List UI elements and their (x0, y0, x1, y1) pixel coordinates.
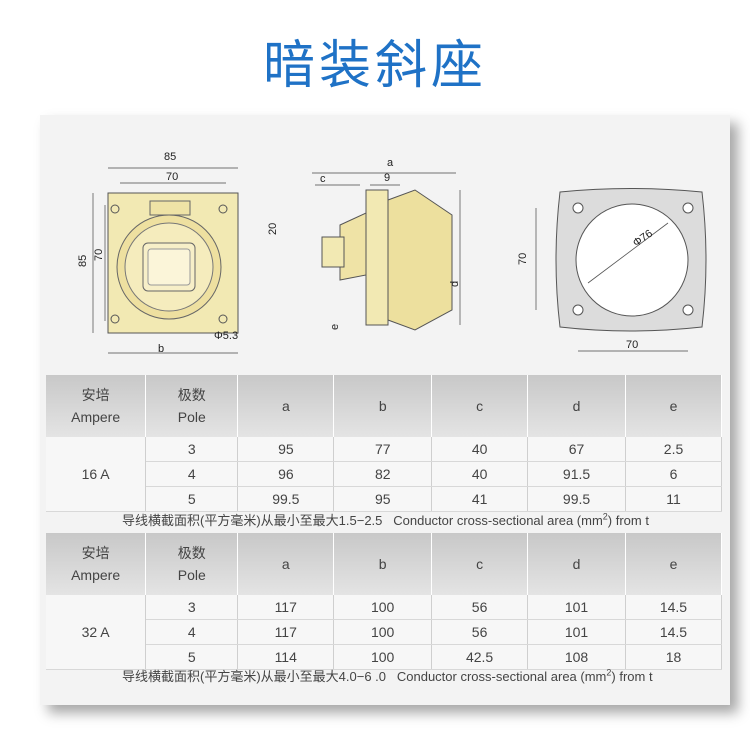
header-b: b (333, 375, 433, 437)
side-e-dim: e (329, 324, 341, 330)
c-cell: 56 (431, 619, 529, 645)
side-d-dim: d (449, 281, 461, 287)
side-9-dim: 9 (384, 172, 390, 184)
header-e: e (625, 375, 722, 437)
ampere-cell: 16 A (46, 437, 147, 512)
pole-cell: 5 (145, 486, 239, 512)
spec-table-16a: 安培 Ampere 极数 Pole a b c d e 16 A 3 95 77… (46, 375, 722, 512)
e-cell: 2.5 (625, 437, 722, 462)
ampere-cell: 32 A (46, 595, 147, 670)
header-a: a (237, 533, 335, 595)
front-b-dim: b (158, 343, 164, 355)
c-cell: 40 (431, 461, 529, 487)
d-cell: 99.5 (527, 486, 627, 512)
e-cell: 18 (625, 644, 723, 670)
header-ampere: 安培 Ampere (46, 533, 147, 595)
panel-width-dim: 70 (626, 339, 638, 351)
table-row: 5 114 100 42.5 108 18 (46, 644, 723, 670)
a-cell: 117 (237, 619, 335, 645)
panel-height-dim: 70 (517, 253, 529, 265)
b-cell: 100 (333, 619, 433, 645)
header-a: a (237, 375, 335, 437)
header-d: d (527, 375, 627, 437)
pole-cell: 4 (145, 461, 239, 487)
table-row: 4 96 82 40 91.5 6 (46, 461, 722, 487)
header-pole: 极数 Pole (145, 375, 239, 437)
table-row: 4 117 100 56 101 14.5 (46, 619, 723, 645)
front-height-outer: 85 (77, 255, 89, 267)
conductor-note-16a: 导线横截面积(平方毫米)从最小至最大1.5−2.5 Conductor cros… (122, 511, 649, 528)
table-header-row: 安培 Ampere 极数 Pole a b c d e (46, 375, 722, 437)
c-cell: 41 (431, 486, 529, 512)
b-cell: 95 (333, 486, 433, 512)
e-cell: 6 (625, 461, 722, 487)
side-c-dim: c (320, 173, 326, 185)
a-cell: 99.5 (237, 486, 335, 512)
header-c: c (431, 375, 529, 437)
technical-drawings: 85 70 85 70 Φ5.3 b a 9 c 20 d e 70 70 Φ7… (77, 151, 707, 355)
side-view-drawing (312, 172, 461, 331)
page-title: 暗装斜座 (262, 36, 487, 96)
header-c: c (431, 533, 529, 595)
pole-cell: 3 (145, 595, 239, 620)
c-cell: 56 (431, 595, 529, 620)
front-width-outer: 85 (164, 151, 176, 163)
e-cell: 11 (625, 486, 722, 512)
d-cell: 67 (527, 437, 627, 462)
c-cell: 42.5 (431, 644, 529, 670)
a-cell: 117 (237, 595, 335, 620)
e-cell: 14.5 (625, 595, 723, 620)
conductor-note-32a: 导线横截面积(平方毫米)从最小至最大4.0−6 .0 Conductor cro… (122, 667, 653, 684)
front-width-inner: 70 (166, 171, 178, 183)
d-cell: 108 (527, 644, 626, 670)
side-a-dim: a (387, 157, 394, 169)
header-b: b (333, 533, 433, 595)
table-header-row: 安培 Ampere 极数 Pole a b c d e (46, 533, 723, 595)
pole-cell: 5 (145, 644, 239, 670)
d-cell: 101 (527, 619, 626, 645)
b-cell: 100 (333, 595, 433, 620)
table-row: 32 A 3 117 100 56 101 14.5 (46, 595, 723, 670)
header-d: d (527, 533, 626, 595)
spec-table-32a: 安培 Ampere 极数 Pole a b c d e 32 A 3 117 1… (46, 533, 723, 670)
d-cell: 101 (527, 595, 626, 620)
front-view-drawing (92, 167, 239, 354)
header-pole: 极数 Pole (145, 533, 239, 595)
pole-cell: 3 (145, 437, 239, 462)
pole-cell: 4 (145, 619, 239, 645)
panel-cutout-drawing (535, 188, 707, 352)
table-row: 16 A 3 95 77 40 67 2.5 (46, 437, 722, 512)
b-cell: 100 (333, 644, 433, 670)
header-ampere: 安培 Ampere (46, 375, 147, 437)
b-cell: 82 (333, 461, 433, 487)
front-height-inner: 70 (93, 249, 105, 261)
b-cell: 77 (333, 437, 433, 462)
a-cell: 114 (237, 644, 335, 670)
side-20-dim: 20 (267, 223, 279, 235)
front-hole-dia: Φ5.3 (214, 330, 238, 342)
a-cell: 96 (237, 461, 335, 487)
c-cell: 40 (431, 437, 529, 462)
table-row: 5 99.5 95 41 99.5 11 (46, 486, 722, 512)
d-cell: 91.5 (527, 461, 627, 487)
e-cell: 14.5 (625, 619, 723, 645)
header-e: e (625, 533, 723, 595)
a-cell: 95 (237, 437, 335, 462)
